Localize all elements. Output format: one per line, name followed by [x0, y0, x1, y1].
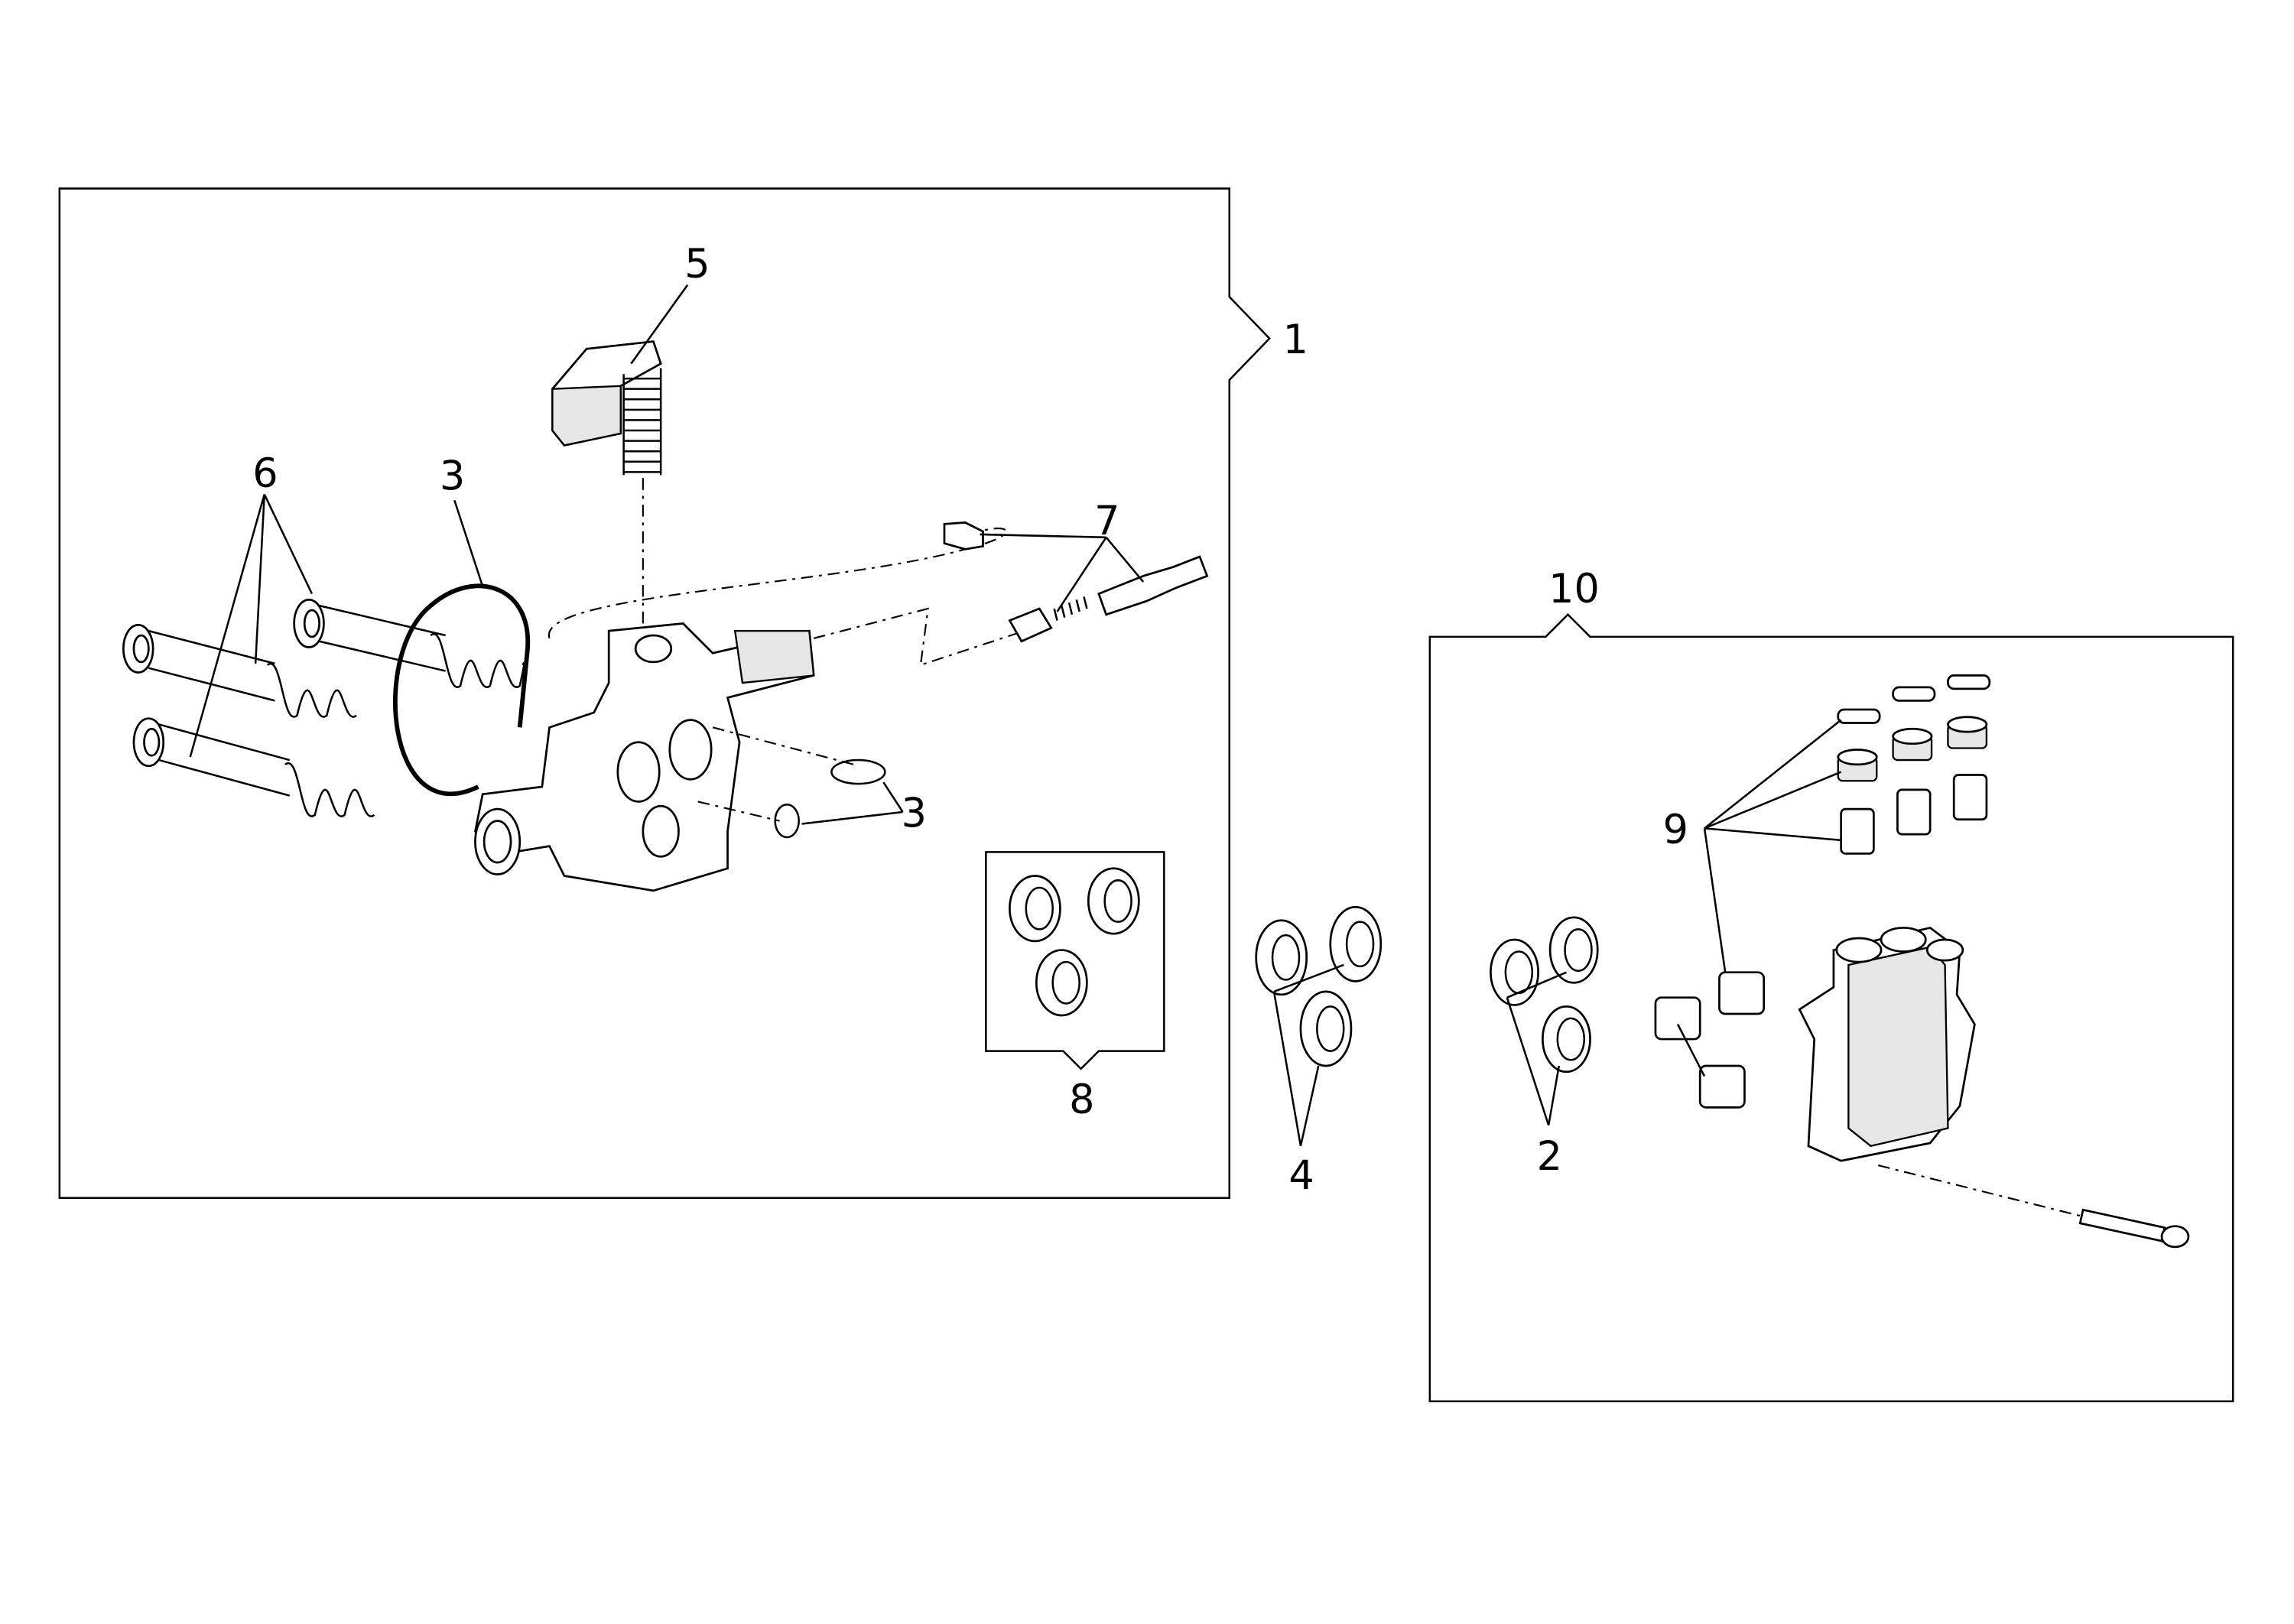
part-3-oring-b — [774, 804, 800, 839]
part-2-seals — [1490, 916, 1599, 1073]
callout-6: 6 — [252, 450, 278, 497]
pump-head — [473, 622, 815, 892]
part-4-seals — [1255, 905, 1383, 1067]
manifold-block — [1798, 926, 1976, 1162]
callout-8: 8 — [1069, 1077, 1094, 1123]
part-6-pistons — [122, 599, 525, 817]
group-box-1 — [58, 187, 1271, 1200]
callout-1: 1 — [1283, 317, 1308, 363]
group-box-8 — [985, 851, 1165, 1070]
callout-9: 9 — [1663, 807, 1688, 853]
callout-2: 2 — [1537, 1133, 1562, 1180]
part-8-seals — [1009, 867, 1140, 1017]
callout-5: 5 — [684, 241, 710, 287]
part-9-valve-kit — [1654, 674, 1991, 1109]
callout-4: 4 — [1288, 1152, 1314, 1199]
callout-3-orings: 3 — [902, 790, 927, 836]
bolt — [2078, 1208, 2190, 1249]
part-3-large-ring — [393, 583, 531, 796]
part-7-unloader-kit — [943, 521, 1209, 643]
part-5-valve-handle — [551, 340, 662, 476]
callout-10: 10 — [1548, 566, 1600, 612]
group-box-10 — [1428, 612, 2234, 1403]
part-3-oring-a — [830, 758, 886, 785]
callout-7: 7 — [1094, 498, 1119, 544]
callout-3-ring: 3 — [440, 453, 465, 500]
